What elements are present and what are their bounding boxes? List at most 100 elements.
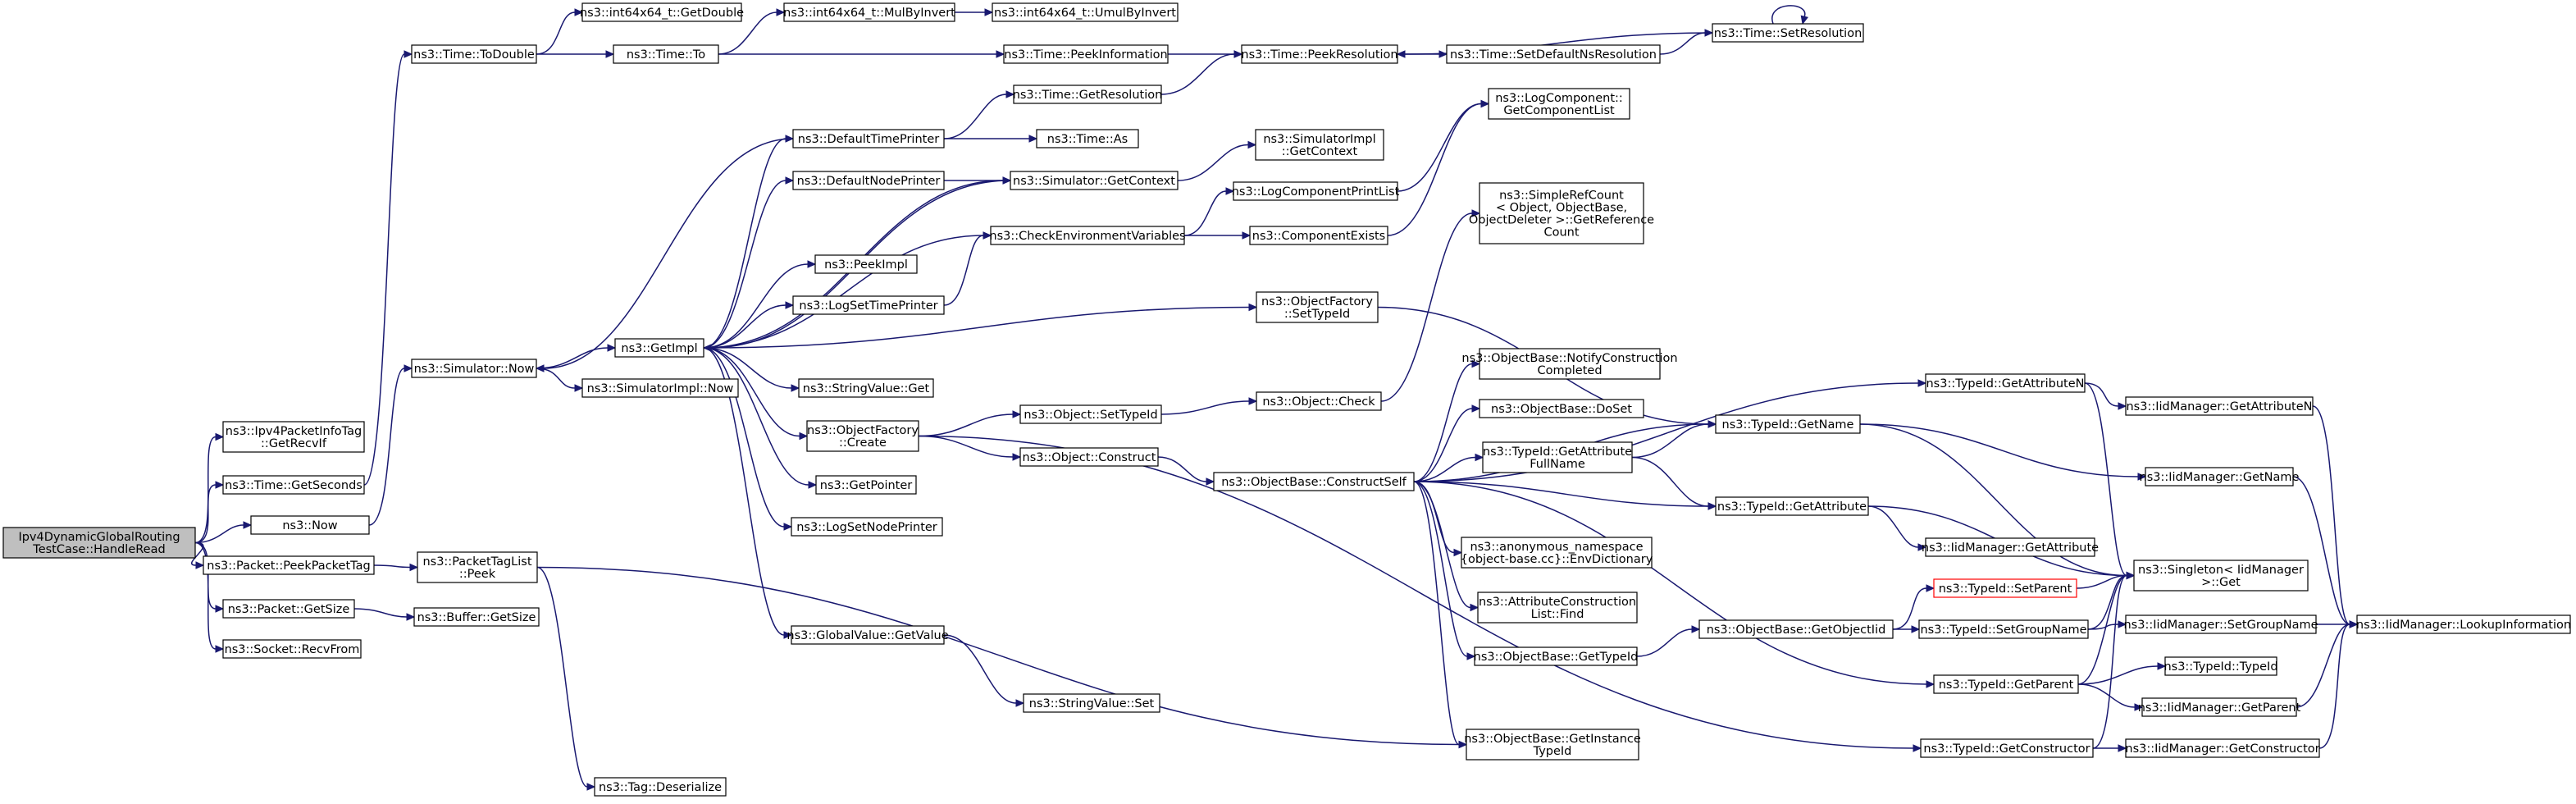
node-iidgetattributen[interactable]: ns3::IidManager::GetAttributeN — [2125, 396, 2314, 416]
node-timeas[interactable]: ns3::Time::As — [1036, 129, 1139, 148]
edge-arrowhead — [2126, 571, 2136, 580]
edge-line — [2092, 574, 2127, 749]
node-constructself[interactable]: ns3::ObjectBase::ConstructSelf — [1213, 472, 1415, 491]
edge-root-to-peekpackettag — [190, 541, 205, 569]
edge-line — [1413, 481, 1468, 657]
node-typeidsetgroupname[interactable]: ns3::TypeId::SetGroupName — [1918, 619, 2089, 639]
node-simgetcontext[interactable]: ns3::Simulator::GetContext — [1010, 171, 1179, 190]
node-box — [1920, 738, 2094, 758]
node-peekimpl[interactable]: ns3::PeekImpl — [814, 254, 918, 274]
node-mulbyinvert[interactable]: ns3::int64x64_t::MulByInvert — [783, 2, 955, 22]
node-getobjectiid[interactable]: ns3::ObjectBase::GetObjectIid — [1698, 619, 1894, 639]
edge-line — [2318, 624, 2350, 749]
node-simnow[interactable]: ns3::Simulator::Now — [411, 359, 537, 378]
node-label: Ipv4DynamicGlobalRouting — [18, 531, 180, 544]
node-logsetnodeprinter[interactable]: ns3::LogSetNodePrinter — [791, 517, 943, 537]
node-objectcheck[interactable]: ns3::Object::Check — [1256, 391, 1382, 411]
node-getresolution[interactable]: ns3::Time::GetResolution — [1013, 85, 1163, 104]
node-iidgetparent[interactable]: ns3::IidManager::GetParent — [2138, 697, 2301, 717]
node-packetgetsize[interactable]: ns3::Packet::GetSize — [222, 599, 355, 619]
node-typeidsetparent[interactable]: ns3::TypeId::SetParent — [1933, 578, 2077, 598]
node-setresolution[interactable]: ns3::Time::SetResolution — [1712, 23, 1864, 43]
node-peekresolution[interactable]: ns3::Time::PeekResolution — [1241, 44, 1398, 64]
node-defaulttimeprinter[interactable]: ns3::DefaultTimePrinter — [792, 129, 945, 148]
node-objectsettypeid[interactable]: ns3::Object::SetTypeId — [1019, 404, 1162, 424]
node-recvfrom[interactable]: ns3::Socket::RecvFrom — [222, 639, 362, 659]
node-envdictionary[interactable]: ns3::anonymous_namespace{object-base.cc}… — [1461, 537, 1653, 569]
node-typeidgetparent[interactable]: ns3::TypeId::GetParent — [1933, 674, 2079, 694]
node-globalvaluegetvalue[interactable]: ns3::GlobalValue::GetValue — [786, 625, 949, 645]
node-label: ns3::anonymous_namespace — [1470, 541, 1643, 554]
node-getdouble[interactable]: ns3::int64x64_t::GetDouble — [580, 2, 744, 22]
node-objectfactorycreate[interactable]: ns3::ObjectFactory::Create — [806, 420, 919, 452]
node-simimplnow[interactable]: ns3::SimulatorImpl::Now — [581, 378, 739, 398]
node-label: ns3::TypeId::TypeId — [2163, 660, 2277, 674]
node-label: ns3::SimulatorImpl — [1263, 133, 1375, 146]
node-label: ns3::Time::As — [1047, 133, 1128, 146]
node-stringvalueset[interactable]: ns3::StringValue::Set — [1023, 693, 1160, 713]
node-simplerefcount[interactable]: ns3::SimpleRefCount< Object, ObjectBase,… — [1469, 182, 1654, 244]
node-typeidgetname[interactable]: ns3::TypeId::GetName — [1715, 414, 1861, 434]
edge-line — [2077, 665, 2159, 685]
node-logsettimeprinter[interactable]: ns3::LogSetTimePrinter — [792, 295, 945, 315]
node-checkenv[interactable]: ns3::CheckEnvironmentVariables — [989, 226, 1186, 245]
node-simimplgetcontext[interactable]: ns3::SimulatorImpl::GetContext — [1255, 129, 1384, 161]
node-getcomponentlist[interactable]: ns3::LogComponent::GetComponentList — [1488, 88, 1630, 120]
edge-line — [943, 235, 984, 306]
edge-arrowhead — [1005, 90, 1015, 98]
node-label: ns3::Now — [282, 519, 337, 532]
node-objectbasegettypeid[interactable]: ns3::ObjectBase::GetTypeId — [1474, 646, 1639, 666]
node-todouble[interactable]: ns3::Time::ToDouble — [411, 44, 537, 64]
node-objectconstruct[interactable]: ns3::Object::Construct — [1019, 447, 1159, 467]
node-label: ns3::Simulator::Now — [414, 363, 535, 376]
node-tagdeserialize[interactable]: ns3::Tag::Deserialize — [594, 777, 727, 797]
node-label: ns3::Object::Check — [1262, 395, 1375, 409]
node-buffergetsize[interactable]: ns3::Buffer::GetSize — [413, 607, 540, 627]
node-typeidgetattributen[interactable]: ns3::TypeId::GetAttributeN — [1925, 373, 2086, 393]
node-typeidgetconstructor[interactable]: ns3::TypeId::GetConstructor — [1920, 738, 2094, 758]
node-umulbyinvert[interactable]: ns3::int64x64_t::UmulByInvert — [992, 2, 1179, 22]
node-getseconds[interactable]: ns3::Time::GetSeconds — [222, 475, 365, 495]
edge-line — [1380, 212, 1473, 402]
node-peekinformation[interactable]: ns3::Time::PeekInformation — [1003, 44, 1169, 64]
edge-line — [918, 413, 1014, 437]
node-peekpackettag[interactable]: ns3::Packet::PeekPacketTag — [203, 555, 375, 575]
node-root[interactable]: Ipv4DynamicGlobalRoutingTestCase::Handle… — [2, 527, 196, 559]
node-logcomponentprintlist[interactable]: ns3::LogComponentPrintList — [1232, 181, 1400, 201]
node-iidsetgroupname[interactable]: ns3::IidManager::SetGroupName — [2123, 614, 2318, 634]
node-now[interactable]: ns3::Now — [250, 515, 370, 535]
node-defaultnodeprinter[interactable]: ns3::DefaultNodePrinter — [792, 171, 945, 190]
node-label: ns3::Time::GetResolution — [1013, 89, 1163, 102]
node-getpointer[interactable]: ns3::GetPointer — [815, 475, 917, 495]
node-iidgetname[interactable]: ns3::IidManager::GetName — [2140, 467, 2300, 487]
edge-arrowhead — [215, 481, 225, 489]
node-objectfactorysettypeid[interactable]: ns3::ObjectFactory::SetTypeId — [1256, 291, 1379, 323]
node-getimpl[interactable]: ns3::GetImpl — [614, 338, 704, 358]
node-doset[interactable]: ns3::ObjectBase::DoSet — [1479, 399, 1644, 418]
node-notifyconstruction[interactable]: ns3::ObjectBase::NotifyConstructionCompl… — [1461, 348, 1678, 380]
node-componentexists[interactable]: ns3::ComponentExists — [1249, 226, 1388, 245]
edge-arrowhead — [2118, 744, 2127, 752]
node-lookupinformation[interactable]: ns3::IidManager::LookupInformation — [2356, 614, 2571, 634]
edge-line — [1892, 587, 1927, 630]
edge-getimpl-to-getpointer — [703, 347, 818, 489]
node-iidgetconstructor[interactable]: ns3::IidManager::GetConstructor — [2125, 738, 2320, 758]
node-label: ObjectDeleter >::GetReference — [1469, 214, 1654, 227]
node-taglistpeek[interactable]: ns3::PacketTagList::Peek — [417, 551, 538, 583]
node-getrecvif[interactable]: ns3::Ipv4PacketInfoTag::GetRecvIf — [222, 421, 365, 453]
node-timeto[interactable]: ns3::Time::To — [613, 44, 719, 64]
node-setdefaultns[interactable]: ns3::Time::SetDefaultNsResolution — [1446, 44, 1661, 64]
node-box — [203, 555, 375, 575]
node-singletonget[interactable]: ns3::Singleton< IidManager >::Get — [2133, 560, 2309, 592]
node-label: ns3::ObjectBase::DoSet — [1491, 403, 1632, 416]
node-typeidgetattribute[interactable]: ns3::TypeId::GetAttribute — [1715, 496, 1869, 516]
node-stringvalueget[interactable]: ns3::StringValue::Get — [798, 378, 934, 398]
node-label: ns3::PeekImpl — [824, 258, 908, 272]
node-typeidtypeid[interactable]: ns3::TypeId::TypeId — [2163, 656, 2278, 676]
node-iidgetattribute[interactable]: ns3::IidManager::GetAttribute — [1922, 537, 2099, 557]
edge-mulbyinvert-to-umulbyinvert — [955, 8, 994, 16]
